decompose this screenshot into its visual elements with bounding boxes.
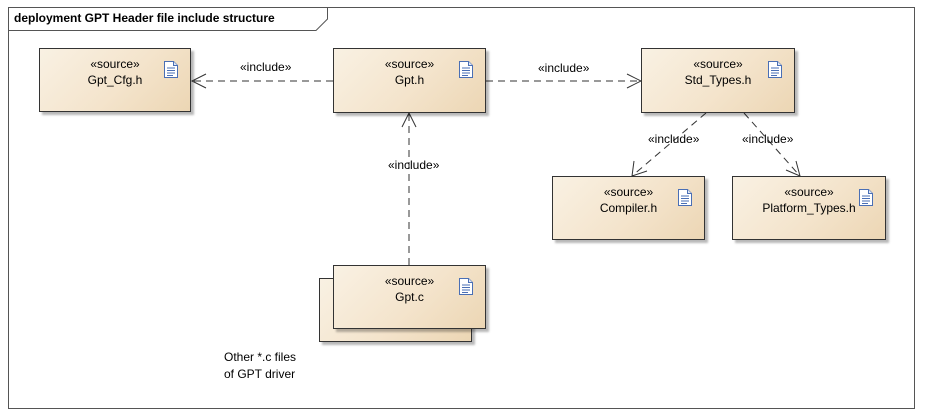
node-compiler-h[interactable]: «source» Compiler.h (552, 176, 705, 240)
node-name: Compiler.h (599, 201, 658, 215)
edge-std-types-to-platform-types (743, 112, 801, 177)
document-icon (678, 189, 692, 206)
diagram-frame (8, 7, 915, 409)
node-stereotype: «source» (384, 57, 435, 71)
node-name: Platform_Types.h (762, 201, 856, 215)
edge-label-std-types: «include» (538, 61, 590, 75)
document-icon (459, 278, 473, 295)
node-platform-types-h[interactable]: «source» Platform_Types.h (732, 176, 886, 240)
node-gpt-h[interactable]: «source» Gpt.h (333, 48, 486, 113)
node-gpt-c[interactable]: «source» Gpt.c (333, 265, 486, 329)
node-stereotype: «source» (603, 185, 654, 199)
document-icon (459, 61, 473, 78)
node-name: Std_Types.h (684, 73, 752, 87)
arrowhead-compiler (631, 160, 648, 177)
edge-label-gpt-cfg: «include» (240, 60, 292, 74)
node-std-types-h[interactable]: «source» Std_Types.h (641, 48, 795, 113)
edge-std-types-to-compiler (631, 112, 707, 177)
diagram-title: deployment GPT Header file include struc… (14, 11, 275, 25)
node-stereotype: «source» (90, 57, 140, 71)
node-name: Gpt.h (394, 73, 425, 87)
node-stereotype: «source» (784, 185, 834, 199)
arrowhead-gpt-cfg (190, 73, 207, 89)
edge-label-platform-types: «include» (742, 132, 794, 146)
document-icon (859, 189, 873, 206)
note-other-c-files: Other *.c files of GPT driver (224, 349, 296, 383)
node-stereotype: «source» (693, 57, 743, 71)
document-icon (768, 61, 782, 78)
node-stereotype: «source» (384, 274, 435, 288)
note-line-1: Other *.c files (224, 350, 297, 364)
node-name: Gpt_Cfg.h (87, 73, 143, 87)
note-line-2: of GPT driver (224, 367, 296, 381)
arrowhead-gpt-h (401, 111, 417, 128)
node-gpt-cfg-h[interactable]: «source» Gpt_Cfg.h (39, 48, 191, 112)
edge-label-gpt-h: «include» (388, 158, 440, 172)
node-name: Gpt.c (395, 290, 424, 304)
document-icon (164, 61, 178, 78)
edge-label-compiler: «include» (648, 132, 700, 146)
